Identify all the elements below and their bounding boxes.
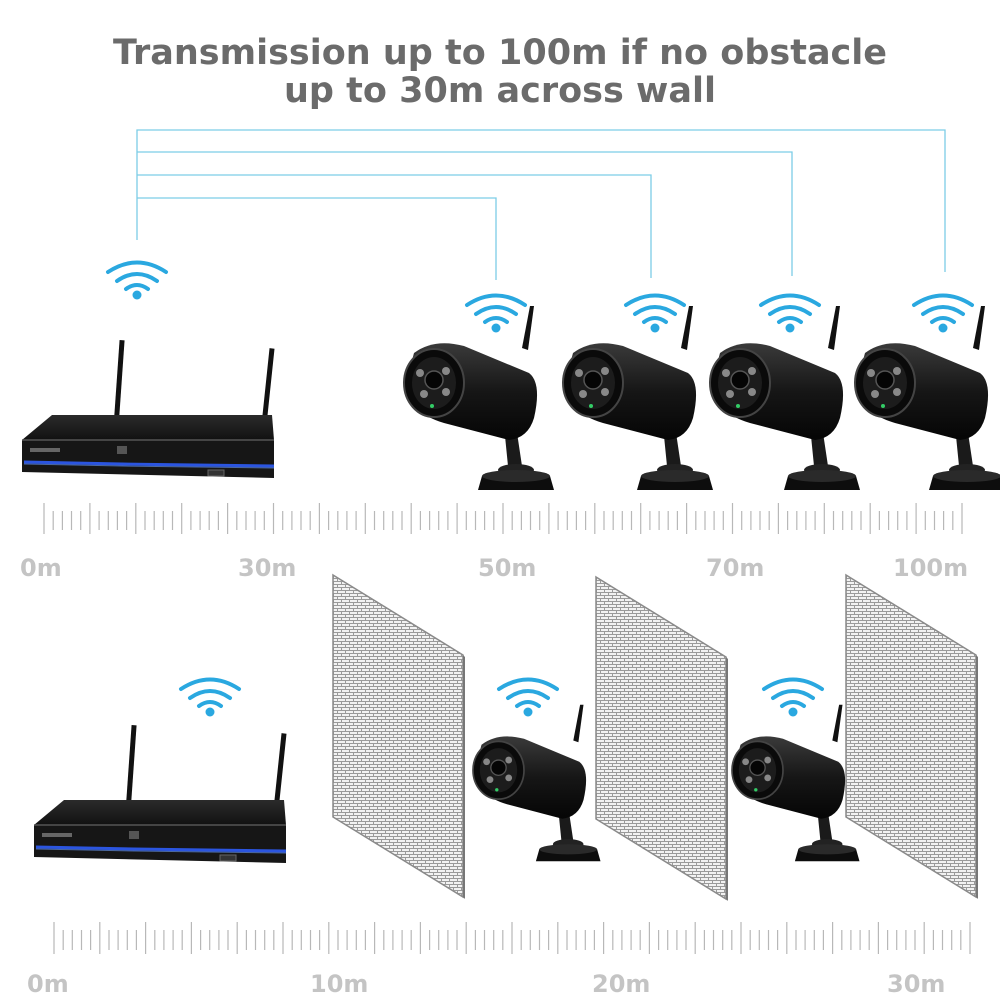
wifi-icon [759,293,821,335]
bullet-camera [562,305,714,491]
wifi-icon [106,260,168,302]
bottom-distance-ruler [53,922,971,954]
top-distance-ruler [43,503,963,534]
connection-lines [136,129,946,280]
top-scale-label: 100m [893,554,968,582]
brick-wall [845,574,979,900]
bottom-scale-label: 0m [27,970,69,998]
top-scale-label: 50m [478,554,536,582]
bullet-camera [731,703,861,863]
wifi-icon [762,677,824,719]
top-scale-label: 30m [238,554,296,582]
wifi-icon [465,293,527,335]
bottom-scale-label: 10m [310,970,368,998]
bullet-camera [854,305,1000,491]
bullet-camera [472,703,602,863]
nvr-recorder [20,338,277,480]
bullet-camera [403,305,555,491]
bottom-scale-label: 20m [592,970,650,998]
bottom-scale-label: 30m [887,970,945,998]
top-scale-label: 0m [20,554,62,582]
brick-wall [332,574,466,900]
title-line-1: Transmission up to 100m if no obstacle [112,33,888,73]
top-scale-label: 70m [706,554,764,582]
wifi-icon [624,293,686,335]
wifi-icon [179,677,241,719]
brick-wall [595,576,729,902]
title-line-2: up to 30m across wall [284,71,716,111]
nvr-recorder [32,723,289,865]
bullet-camera [709,305,861,491]
wifi-icon [497,677,559,719]
wifi-icon [912,293,974,335]
